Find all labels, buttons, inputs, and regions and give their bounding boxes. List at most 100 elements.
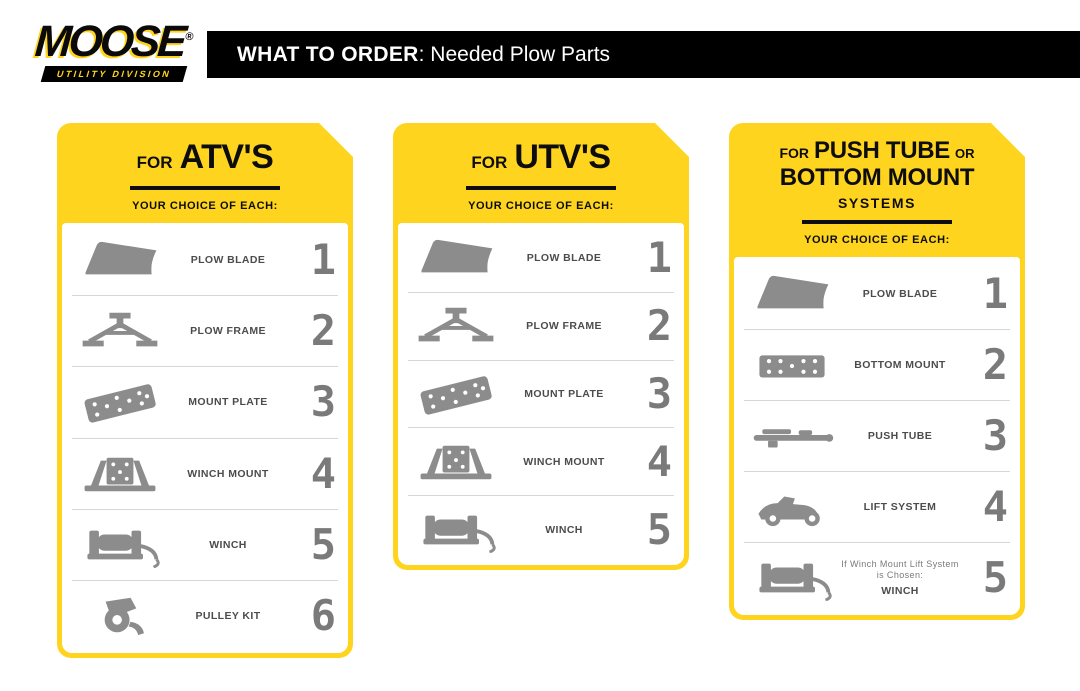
card-utv-subtitle: YOUR CHOICE OF EACH: (468, 200, 614, 212)
card-push-tube-body: PLOW BLADE 1 BOTTOM MOUNT 2 PUSH TUBE 3 … (734, 256, 1020, 615)
part-row: PLOW BLADE 1 (744, 259, 1010, 330)
title-bar: WHAT TO ORDER: Needed Plow Parts (207, 31, 1080, 78)
part-label: PUSH TUBE (867, 429, 933, 442)
plow-blade-icon (744, 271, 840, 317)
plow-frame-icon (72, 308, 168, 354)
logo-brand: MOOSE (33, 17, 186, 66)
part-number: 2 (982, 339, 1008, 389)
title-prefix: FOR (136, 153, 173, 172)
part-label: MOUNT PLATE (524, 387, 604, 400)
part-number: 2 (646, 301, 672, 351)
part-label: WINCH (545, 523, 583, 536)
part-row: PULLEY KIT 6 (72, 581, 338, 651)
part-row: PLOW FRAME 2 (408, 293, 674, 361)
logo-wordmark: MOOSE® (24, 17, 203, 66)
card-atv-subtitle: YOUR CHOICE OF EACH: (132, 200, 278, 212)
push-tube-icon (744, 413, 840, 459)
part-label: WINCH MOUNT (523, 455, 605, 468)
part-row: WINCH MOUNT 4 (72, 439, 338, 510)
title-main: ATV'S (179, 138, 274, 176)
part-label: PULLEY KIT (195, 609, 261, 622)
part-label: LIFT SYSTEM (863, 500, 937, 513)
part-label: PLOW BLADE (190, 254, 266, 267)
plow-frame-icon (408, 303, 504, 349)
winch-icon (744, 555, 840, 601)
mount-plate-icon (72, 379, 168, 425)
part-label: PLOW FRAME (526, 320, 602, 333)
part-number: 4 (310, 448, 336, 498)
card-utv-title: FOR UTV'S (407, 138, 675, 177)
title-prefix: FOR (471, 153, 508, 172)
title-main: PUSH TUBE (814, 137, 951, 164)
card-utv-body: PLOW BLADE 1 PLOW FRAME 2 MOUNT PLATE 3 … (398, 223, 684, 565)
part-number: 4 (646, 436, 672, 486)
part-number: 5 (310, 519, 336, 569)
part-row: WINCH MOUNT 4 (408, 428, 674, 497)
plow-blade-icon (72, 237, 168, 283)
part-row: MOUNT PLATE 3 (408, 361, 674, 429)
lift-system-icon (744, 484, 840, 530)
part-number: 3 (310, 377, 336, 427)
card-utv: FOR UTV'S YOUR CHOICE OF EACH: PLOW BLADE… (393, 123, 689, 570)
bottom-mount-icon (744, 342, 840, 388)
part-label: MOUNT PLATE (188, 396, 268, 409)
part-number: 1 (982, 268, 1008, 318)
plow-blade-icon (408, 235, 504, 281)
title-main: BOTTOM MOUNT (779, 163, 975, 191)
winch-mount-icon (72, 451, 168, 497)
card-atv: FOR ATV'S YOUR CHOICE OF EACH: PLOW BLADE… (57, 123, 353, 658)
part-number: 3 (646, 368, 672, 418)
card-utv-header: FOR UTV'S YOUR CHOICE OF EACH: (393, 123, 689, 223)
card-atv-header: FOR ATV'S YOUR CHOICE OF EACH: (57, 123, 353, 223)
part-label: If Winch Mount Lift System is Chosen: WI… (840, 559, 960, 597)
part-number: 1 (310, 235, 336, 285)
part-row: WINCH 5 (72, 510, 338, 581)
registered-mark: ® (184, 31, 194, 44)
title-bar-heading: WHAT TO ORDER (237, 42, 419, 66)
part-row: LIFT SYSTEM 4 (744, 472, 1010, 543)
title-underline (466, 186, 616, 190)
part-label: WINCH (209, 538, 247, 551)
part-row: PLOW BLADE 1 (72, 225, 338, 297)
part-number: 6 (310, 590, 336, 640)
title-bar-subheading: : Needed Plow Parts (418, 42, 611, 66)
logo-subtitle: UTILITY DIVISION (40, 66, 188, 82)
title-or: OR (955, 146, 975, 161)
card-push-tube-subtitle: YOUR CHOICE OF EACH: (804, 233, 950, 246)
mount-plate-icon (408, 371, 504, 417)
winch-mount-icon (408, 439, 504, 485)
part-note: If Winch Mount Lift System is Chosen: (841, 558, 959, 581)
part-label: PLOW BLADE (526, 252, 602, 265)
part-row: BOTTOM MOUNT 2 (744, 330, 1010, 401)
part-label: PLOW FRAME (190, 325, 266, 338)
part-row: PLOW FRAME 2 (72, 296, 338, 368)
part-row: PUSH TUBE 3 (744, 401, 1010, 472)
winch-icon (72, 522, 168, 568)
part-row: PLOW BLADE 1 (408, 225, 674, 293)
winch-icon (408, 507, 504, 553)
part-label: PLOW BLADE (862, 287, 938, 300)
moose-logo: MOOSE® UTILITY DIVISION (24, 17, 203, 82)
title-main: UTV'S (514, 138, 611, 176)
title-prefix: FOR (779, 145, 810, 161)
pulley-kit-icon (72, 593, 168, 639)
card-atv-body: PLOW BLADE 1 PLOW FRAME 2 MOUNT PLATE 3 … (62, 223, 348, 653)
part-label-text: WINCH (881, 585, 919, 598)
part-row: If Winch Mount Lift System is Chosen: WI… (744, 543, 1010, 613)
part-number: 5 (646, 504, 672, 554)
part-label: BOTTOM MOUNT (854, 358, 946, 371)
part-number: 3 (982, 410, 1008, 460)
part-row: WINCH 5 (408, 496, 674, 563)
card-push-tube-title-line2: BOTTOM MOUNT (743, 163, 1011, 192)
title-underline (802, 219, 952, 224)
card-push-tube-title-line3: SYSTEMS (837, 194, 917, 211)
title-underline (130, 186, 280, 190)
part-label: WINCH MOUNT (187, 467, 269, 480)
part-number: 4 (982, 481, 1008, 531)
card-atv-title: FOR ATV'S (71, 138, 339, 177)
part-row: MOUNT PLATE 3 (72, 367, 338, 439)
part-number: 2 (310, 306, 336, 356)
